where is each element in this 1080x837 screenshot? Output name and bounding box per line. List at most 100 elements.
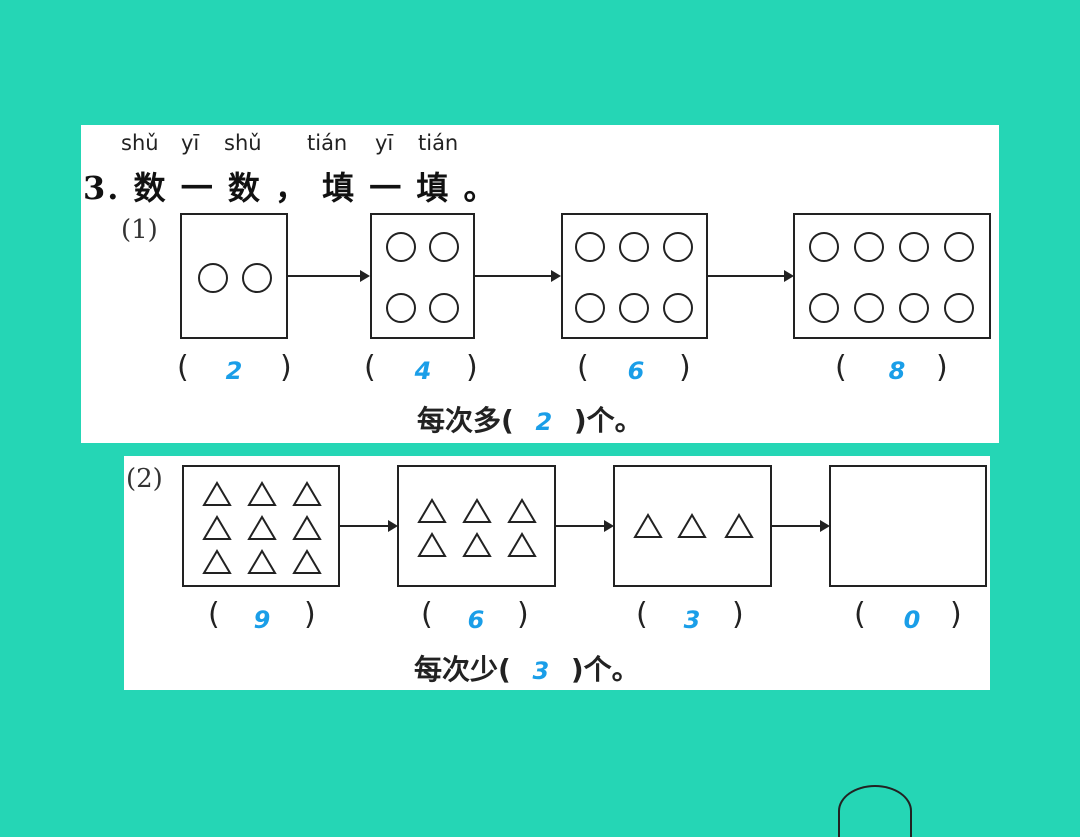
triangle-icon [417,498,447,523]
circle-icon [619,232,649,262]
close-paren: ) [304,597,316,632]
close-paren: ) [466,350,478,385]
part2-answer-1[interactable]: 9 [253,606,271,634]
question-title: 3. 数 一 数 ， 填 一 填 。 [83,163,498,209]
triangle-icon [202,515,232,540]
part1-answer-3[interactable]: 6 [627,357,645,385]
question-panel-part2: (2) [124,456,990,690]
circle-icon [429,293,459,323]
circle-icon [619,293,649,323]
part1-answer-4[interactable]: 8 [888,357,906,385]
part1-box-3 [561,213,708,339]
open-paren: ( [636,597,648,632]
sentence-suffix: )个。 [570,653,640,686]
close-paren: ) [280,350,292,385]
circle-icon [809,232,839,262]
arrow-icon [556,520,614,532]
pinyin-yi1: yī [181,131,200,155]
triangle-icon [507,532,537,557]
triangle-icon [633,513,663,538]
question-text: 数 一 数 ， 填 一 填 。 [133,169,498,207]
triangle-icon [247,549,277,574]
circle-icon [854,293,884,323]
circle-icon [575,293,605,323]
sentence-prefix: 每次少( [414,653,511,686]
part2-box-1 [182,465,340,587]
open-paren: ( [421,597,433,632]
sentence-prefix: 每次多( [417,404,514,437]
open-paren: ( [177,350,189,385]
triangle-icon [292,515,322,540]
circle-icon [899,232,929,262]
triangles-3 [633,513,754,538]
circle-icon [198,263,228,293]
triangle-icon [292,481,322,506]
part1-answer-2[interactable]: 4 [414,357,432,385]
circle-icon [663,293,693,323]
triangle-icon [462,532,492,557]
close-paren: ) [936,350,948,385]
open-paren: ( [364,350,376,385]
triangles-9 [202,481,322,574]
part2-answer-4[interactable]: 0 [903,606,921,634]
pinyin-tian1: tián [307,131,348,155]
part2-sentence-answer[interactable]: 3 [532,657,550,685]
triangle-icon [202,549,232,574]
triangle-icon [417,532,447,557]
triangle-icon [247,481,277,506]
question-number: 3. [83,169,121,207]
part1-box-2 [370,213,475,339]
part2-sentence: 每次少( 3 )个。 [414,648,640,688]
circle-icon [386,232,416,262]
arrow-icon [772,520,830,532]
circle-icon [386,293,416,323]
part2-box-4 [829,465,987,587]
part2-answer-3[interactable]: 3 [683,606,701,634]
part1-sentence-answer[interactable]: 2 [535,408,553,436]
pinyin-shu2: shǔ [224,131,262,155]
circle-icon [944,232,974,262]
circle-icon [429,232,459,262]
triangle-icon [292,549,322,574]
close-paren: ) [679,350,691,385]
triangle-icon [724,513,754,538]
part1-box-1 [180,213,288,339]
pinyin-yi2: yī [375,131,394,155]
part2-answer-2[interactable]: 6 [467,606,485,634]
open-paren: ( [835,350,847,385]
part2-box-3 [613,465,772,587]
question-panel-part1: shǔ yī shǔ tián yī tián 3. 数 一 数 ， 填 一 填… [81,125,999,443]
triangles-6 [417,498,537,557]
pinyin-tian2: tián [418,131,459,155]
open-paren: ( [854,597,866,632]
arrow-icon [475,270,561,282]
part1-sentence: 每次多( 2 )个。 [417,399,643,439]
arrow-icon [288,270,370,282]
cartoon-doodle-icon [838,785,912,837]
open-paren: ( [577,350,589,385]
arrow-icon [708,270,794,282]
pinyin-shu1: shǔ [121,131,159,155]
circle-icon [854,232,884,262]
triangle-icon [507,498,537,523]
close-paren: ) [950,597,962,632]
triangle-icon [247,515,277,540]
part2-label: (2) [126,464,163,494]
close-paren: ) [517,597,529,632]
sentence-suffix: )个。 [573,404,643,437]
circle-icon [242,263,272,293]
open-paren: ( [208,597,220,632]
triangle-icon [202,481,232,506]
part1-label: (1) [121,215,158,245]
circle-icon [809,293,839,323]
part1-box-4 [793,213,991,339]
circle-icon [575,232,605,262]
circle-icon [944,293,974,323]
triangle-icon [462,498,492,523]
close-paren: ) [732,597,744,632]
triangle-icon [677,513,707,538]
part1-answer-1[interactable]: 2 [225,357,243,385]
circle-icon [663,232,693,262]
circle-icon [899,293,929,323]
part2-box-2 [397,465,556,587]
